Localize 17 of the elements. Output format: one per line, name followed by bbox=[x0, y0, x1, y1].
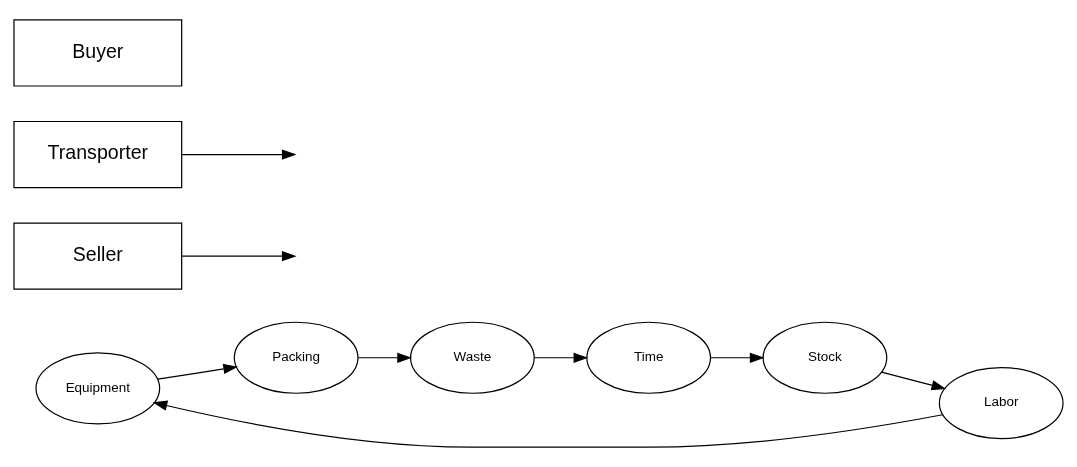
arrow bbox=[710, 352, 765, 363]
node-box: Transporter bbox=[13, 120, 183, 189]
node-ellipse: Stock bbox=[762, 321, 888, 394]
arrow bbox=[881, 371, 947, 391]
arrow bbox=[357, 352, 412, 363]
node-ellipse: Time bbox=[586, 321, 712, 394]
node-ellipse: Packing bbox=[233, 321, 359, 394]
arrow bbox=[152, 400, 944, 448]
node-ellipse: Labor bbox=[938, 366, 1064, 440]
arrow bbox=[181, 251, 297, 262]
node-ellipse: Waste bbox=[409, 321, 535, 394]
node-box: Buyer bbox=[13, 19, 183, 87]
node-ellipse: Equipment bbox=[35, 352, 161, 425]
arrow bbox=[157, 363, 238, 380]
arrow bbox=[533, 352, 589, 363]
arrow bbox=[181, 149, 297, 160]
node-box: Seller bbox=[13, 222, 183, 290]
